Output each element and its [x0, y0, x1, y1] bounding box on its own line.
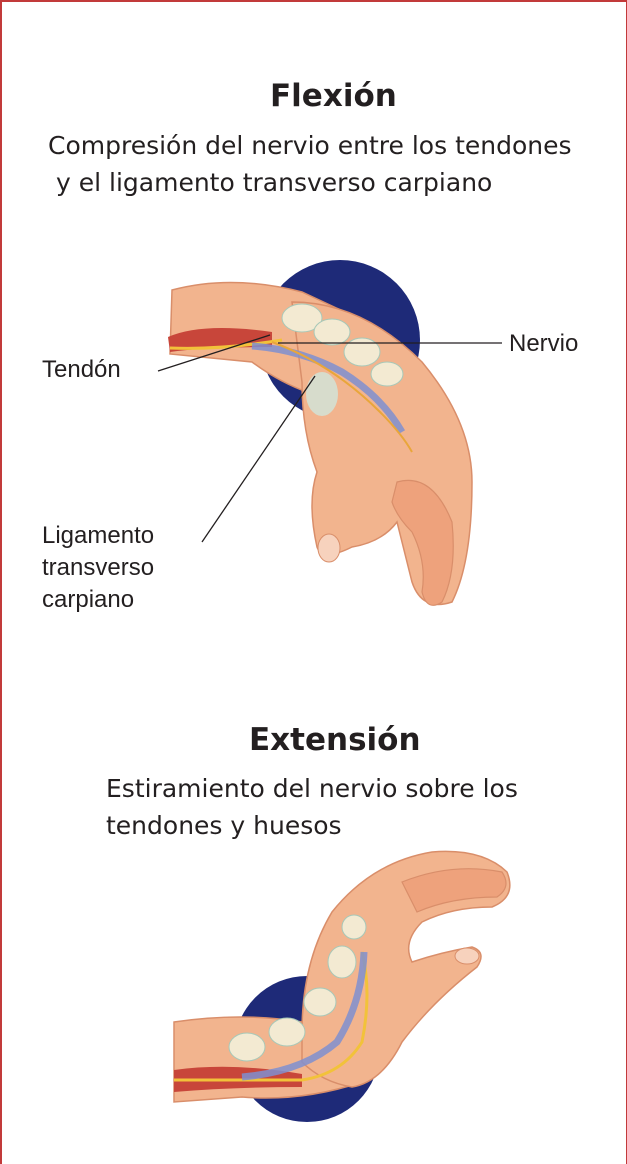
extension-bone-2 [269, 1018, 305, 1046]
extension-thumbnail [455, 948, 479, 964]
extension-bone-4 [328, 946, 356, 978]
extension-bone-5 [342, 915, 366, 939]
extension-bone-3 [304, 988, 336, 1016]
extension-bone-1 [229, 1033, 265, 1061]
